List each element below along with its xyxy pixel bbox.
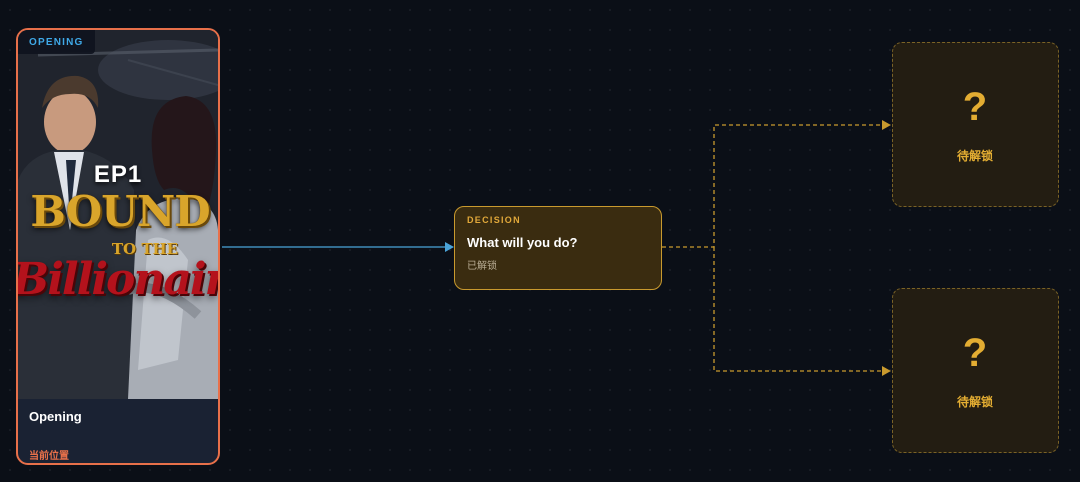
decision-node-card[interactable]: DECISION What will you do? 已解锁 [454, 206, 662, 290]
unlocked-status: 已解锁 [467, 261, 497, 272]
locked-node-2[interactable]: ? 待解锁 [892, 288, 1059, 453]
edge-decision-to-locked-1 [662, 120, 891, 248]
poster-episode-label: EP1 [93, 161, 143, 188]
edge-decision-to-locked-2 [713, 247, 891, 376]
locked-node-1[interactable]: ? 待解锁 [892, 42, 1059, 207]
poster-title-bound: BOUND [30, 187, 210, 236]
opening-tag: OPENING [18, 30, 95, 54]
decision-question: What will you do? [467, 235, 578, 250]
episode-poster-image: EP1 BOUND TO THE Billionaire [18, 30, 218, 399]
opening-node-card[interactable]: EP1 BOUND TO THE Billionaire OPENING Ope… [16, 28, 220, 465]
current-position-label: 当前位置 [29, 451, 69, 462]
question-mark-icon: ? [962, 85, 988, 129]
locked-label: 待解锁 [956, 395, 993, 409]
question-mark-icon: ? [962, 331, 988, 375]
poster-title-to-the: TO THE [111, 240, 179, 258]
locked-label: 待解锁 [956, 149, 993, 163]
opening-title: Opening [29, 409, 82, 424]
poster-title-billionaire: Billionaire [18, 254, 218, 305]
decision-tag: DECISION [467, 215, 521, 225]
